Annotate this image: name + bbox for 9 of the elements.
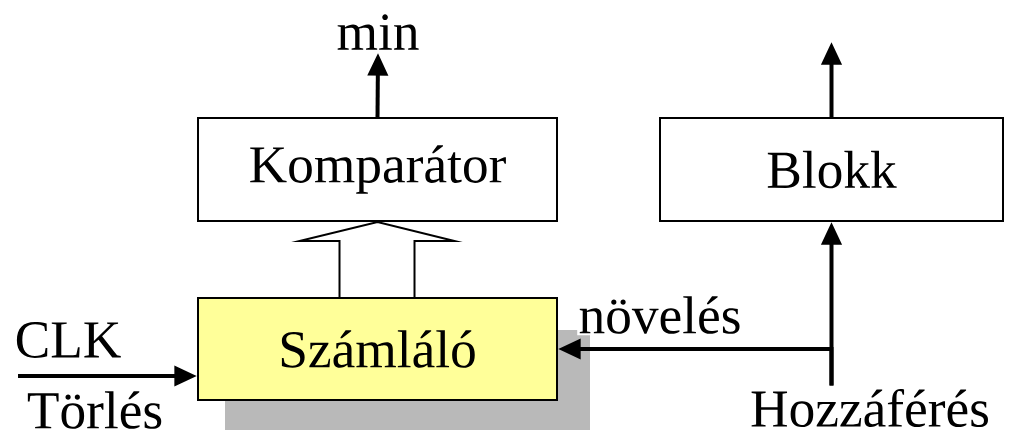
signal-label: Törlés [27,391,162,429]
signal-label: min [337,14,419,50]
signal-label: Hozzáférés [751,388,988,428]
bus-arrow [291,220,463,298]
process-box: Blokk [659,117,1004,222]
edge-label: CLK [13,320,123,360]
edge-label: növelés [577,294,743,336]
counter-box: Számláló [197,297,558,401]
process-box: Komparátor [197,117,558,222]
